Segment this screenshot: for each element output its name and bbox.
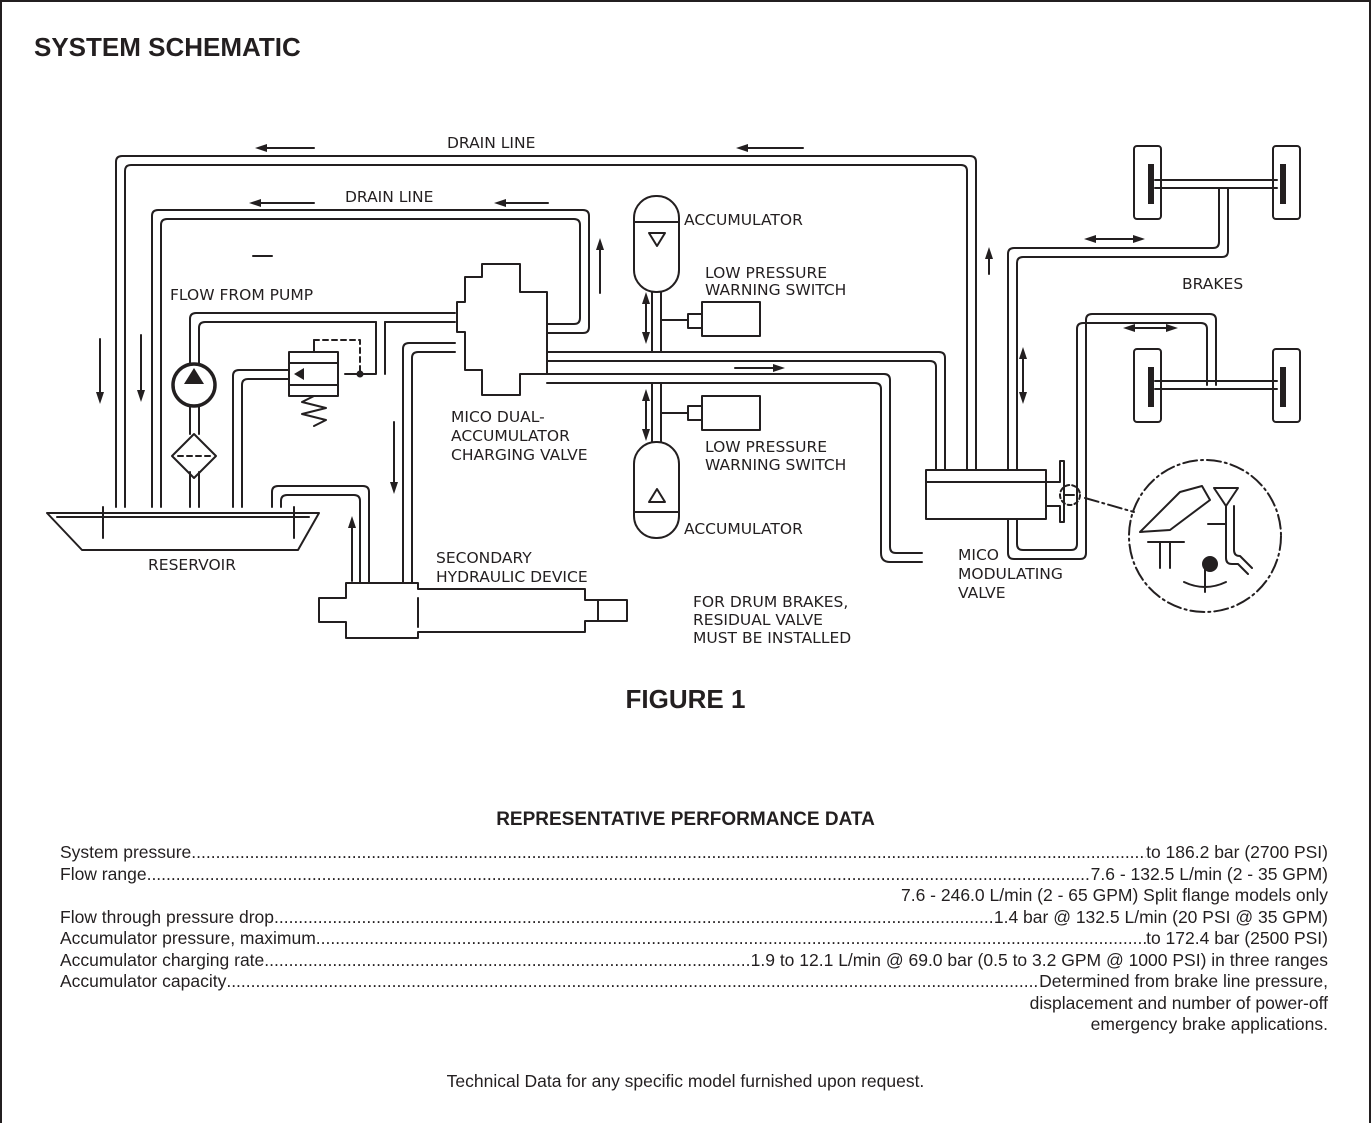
leader-dots	[316, 928, 1146, 950]
leader-dots	[147, 864, 1091, 886]
perf-row-charging-rate: Accumulator charging rate 1.9 to 12.1 L/…	[60, 950, 1328, 972]
label-modulating-valve-2: MODULATING	[958, 565, 1063, 583]
leader-dots	[274, 907, 994, 929]
perf-value: to 172.4 bar (2500 PSI)	[1146, 928, 1328, 948]
wheel-front-right	[1272, 145, 1301, 220]
modulating-valve	[925, 469, 1047, 520]
page-title: SYSTEM SCHEMATIC	[34, 32, 301, 62]
perf-label: Flow through pressure drop	[60, 906, 274, 927]
footnote: Technical Data for any specific model fu…	[446, 1071, 925, 1091]
pressure-switch-bottom	[701, 395, 761, 431]
wheel-rear-right	[1272, 348, 1301, 423]
wheel-front-left	[1133, 145, 1162, 220]
label-modulating-valve-3: VALVE	[958, 584, 1006, 602]
perf-value: 7.6 - 132.5 L/min (2 - 35 GPM)	[1090, 863, 1328, 884]
filter	[171, 433, 217, 479]
perf-value: to 186.2 bar (2700 PSI)	[1146, 842, 1328, 862]
perf-capacity-extra-1: displacement and number of power-off	[1029, 992, 1328, 1013]
system-schematic-diagram: DRAIN LINE DRAIN LINE FLOW FROM PUMP ACC…	[46, 134, 1301, 647]
label-accumulator-top: ACCUMULATOR	[684, 211, 803, 229]
label-drain-line-top: DRAIN LINE	[447, 134, 535, 152]
label-drum-note-3: MUST BE INSTALLED	[693, 629, 851, 647]
drain-line-inner	[151, 209, 590, 508]
secondary-line	[402, 342, 456, 583]
drain-line-outer	[115, 155, 977, 508]
secondary-hydraulic-device	[318, 582, 628, 639]
perf-value: 1.4 bar @ 132.5 L/min (20 PSI @ 35 GPM)	[993, 906, 1328, 927]
perf-row-flow-range: Flow range 7.6 - 132.5 L/min (2 - 35 GPM…	[60, 864, 1328, 886]
pedal-detail-circle	[1128, 459, 1282, 613]
label-accumulator-bottom: ACCUMULATOR	[684, 520, 803, 538]
accumulator-line	[546, 351, 946, 471]
label-charging-valve-1: MICO DUAL-	[451, 408, 545, 426]
figure-caption: FIGURE 1	[625, 684, 746, 714]
pressure-switch-top	[701, 301, 761, 337]
perf-label: System pressure	[60, 842, 192, 862]
label-brakes: BRAKES	[1182, 275, 1243, 293]
pump-supply-line	[189, 312, 456, 508]
label-drum-note-2: RESIDUAL VALVE	[693, 611, 823, 629]
leader-dots	[191, 842, 1146, 864]
leader-dots	[264, 950, 750, 972]
label-drum-note-1: FOR DRUM BRAKES,	[693, 593, 848, 611]
label-charging-valve-2: ACCUMULATOR	[451, 427, 570, 445]
perf-row-system-pressure: System pressure to 186.2 bar (2700 PSI)	[60, 842, 1328, 864]
perf-label: Accumulator pressure, maximum	[60, 928, 316, 948]
performance-table: System pressure to 186.2 bar (2700 PSI) …	[60, 842, 1328, 1036]
label-modulating-valve-1: MICO	[958, 546, 999, 564]
label-low-pressure-top-1: LOW PRESSURE	[705, 264, 827, 282]
perf-label: Accumulator charging rate	[60, 949, 265, 970]
accumulator-bottom	[633, 441, 680, 539]
charging-valve	[456, 263, 548, 396]
brake-line-front	[1007, 187, 1229, 471]
label-low-pressure-top-2: WARNING SWITCH	[705, 281, 846, 299]
perf-value: 1.9 to 12.1 L/min @ 69.0 bar (0.5 to 3.2…	[750, 949, 1328, 970]
pump	[171, 362, 217, 408]
label-drain-line-inner: DRAIN LINE	[345, 188, 433, 206]
label-flow-from-pump: FLOW FROM PUMP	[170, 286, 313, 304]
perf-capacity-extra-2: emergency brake applications.	[1090, 1014, 1328, 1034]
perf-row-accumulator-capacity: Accumulator capacity Determined from bra…	[60, 971, 1328, 993]
leader-dots	[226, 971, 1039, 993]
perf-row-accumulator-pressure: Accumulator pressure, maximum to 172.4 b…	[60, 928, 1328, 950]
perf-row-pressure-drop: Flow through pressure drop 1.4 bar @ 132…	[60, 907, 1328, 929]
label-reservoir: RESERVOIR	[148, 556, 236, 574]
perf-value: Determined from brake line pressure,	[1039, 971, 1328, 991]
perf-label: Accumulator capacity	[60, 971, 227, 991]
label-low-pressure-bottom-1: LOW PRESSURE	[705, 438, 827, 456]
label-secondary-device-2: HYDRAULIC DEVICE	[436, 568, 588, 586]
bypass-line	[232, 369, 290, 508]
pedal-detail	[1139, 485, 1211, 533]
pump-arrow	[184, 368, 204, 384]
label-charging-valve-3: CHARGING VALVE	[451, 446, 588, 464]
performance-title: REPRESENTATIVE PERFORMANCE DATA	[496, 809, 875, 830]
brake-line-rear	[1007, 313, 1217, 560]
perf-flow-range-extra: 7.6 - 246.0 L/min (2 - 65 GPM) Split fla…	[900, 885, 1328, 905]
perf-label: Flow range	[60, 863, 147, 884]
label-low-pressure-bottom-2: WARNING SWITCH	[705, 456, 846, 474]
accumulator-top	[633, 195, 680, 293]
reservoir	[46, 512, 320, 551]
label-secondary-device-1: SECONDARY	[436, 549, 532, 567]
wheel-rear-left	[1133, 348, 1162, 423]
